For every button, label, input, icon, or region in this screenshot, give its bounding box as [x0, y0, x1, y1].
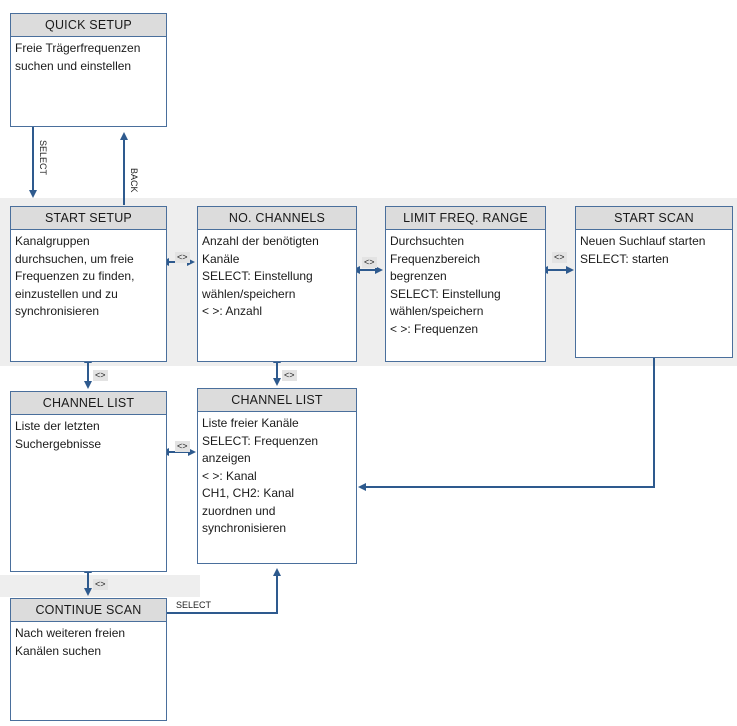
box-body: Neuen Suchlauf starten SELECT: starten [576, 230, 732, 271]
label-back-up: BACK [129, 168, 139, 193]
box-line: Frequenzbereich [390, 251, 481, 266]
box-line: Freie Trägerfrequenzen [15, 41, 141, 55]
nav-tag-start-setup-channel-list: <> [93, 370, 108, 381]
box-line: anzeigen [202, 451, 251, 465]
box-line: SELECT: Frequenzen [202, 433, 319, 448]
nav-tag-start-setup-no-channels: <> [175, 252, 190, 263]
label-select-down: SELECT [38, 140, 48, 176]
nav-tag-channel-list-continue: <> [93, 579, 108, 590]
box-title: CONTINUE SCAN [11, 599, 166, 622]
label-select-right: SELECT [176, 600, 212, 610]
box-line: Frequenzen zu finden, [15, 269, 135, 283]
box-line: Durchsuchten [390, 234, 465, 248]
box-channel-list-left: CHANNEL LIST Liste der letzten Suchergeb… [10, 391, 167, 572]
nav-tag-limit-start-scan: <> [552, 252, 567, 263]
box-line: SELECT: Einstellung [202, 269, 313, 283]
box-line: < >: Kanal [202, 468, 257, 483]
box-line: Kanalgruppen [15, 234, 90, 248]
box-body: Anzahl der benötigten Kanäle SELECT: Ein… [198, 230, 356, 324]
box-continue-scan: CONTINUE SCAN Nach weiteren freien Kanäl… [10, 598, 167, 721]
box-line: Kanäle [202, 251, 240, 266]
arrow-start-scan-to-channel-list [358, 358, 655, 491]
box-limit-freq-range: LIMIT FREQ. RANGE Durchsuchten Frequenzb… [385, 206, 546, 362]
box-line: begrenzen [390, 269, 447, 283]
box-body: Liste freier Kanäle SELECT: Frequenzen a… [198, 412, 356, 541]
box-title: START SETUP [11, 207, 166, 230]
box-line: Neuen Suchlauf starten [580, 234, 706, 248]
box-title: NO. CHANNELS [198, 207, 356, 230]
box-line: zuordnen und [202, 503, 276, 518]
box-line: wählen/speichern [390, 304, 484, 318]
box-line: Liste freier Kanäle [202, 416, 299, 430]
box-line: CH1, CH2: Kanal [202, 486, 295, 500]
box-no-channels: NO. CHANNELS Anzahl der benötigten Kanäl… [197, 206, 357, 362]
box-body: Nach weiteren freien Kanälen suchen [11, 622, 166, 663]
box-line: SELECT: starten [580, 251, 669, 266]
box-line: durchsuchen, um freie [15, 251, 134, 266]
box-line: Liste der letzten [15, 419, 100, 433]
nav-tag-no-channels-limit: <> [362, 257, 377, 268]
box-line: SELECT: Einstellung [390, 286, 501, 301]
nav-tag-channel-list-left-center: <> [175, 441, 190, 452]
box-quick-setup: QUICK SETUP Freie Trägerfrequenzen suche… [10, 13, 167, 127]
box-body: Freie Trägerfrequenzen suchen und einste… [11, 37, 166, 78]
box-title: LIMIT FREQ. RANGE [386, 207, 545, 230]
box-start-scan: START SCAN Neuen Suchlauf starten SELECT… [575, 206, 733, 358]
box-channel-list-center: CHANNEL LIST Liste freier Kanäle SELECT:… [197, 388, 357, 564]
arrow-continue-to-channel-list [167, 568, 281, 614]
box-title: QUICK SETUP [11, 14, 166, 37]
nav-tag-no-channels-channel-list: <> [282, 370, 297, 381]
box-line: suchen und einstellen [15, 58, 132, 73]
box-line: wählen/speichern [202, 286, 296, 301]
box-body: Liste der letzten Suchergebnisse [11, 415, 166, 456]
box-title: START SCAN [576, 207, 732, 230]
box-line: synchronisieren [15, 304, 100, 318]
box-body: Durchsuchten Frequenzbereich begrenzen S… [386, 230, 545, 341]
box-body: Kanalgruppen durchsuchen, um freie Frequ… [11, 230, 166, 324]
box-line: Anzahl der benötigten [202, 234, 319, 248]
box-start-setup: START SETUP Kanalgruppen durchsuchen, um… [10, 206, 167, 362]
box-line: Suchergebnisse [15, 436, 102, 451]
box-line: Nach weiteren freien [15, 626, 126, 640]
box-line: < >: Frequenzen [390, 321, 479, 336]
box-line: synchronisieren [202, 521, 287, 535]
box-title: CHANNEL LIST [11, 392, 166, 415]
box-line: einzustellen und zu [15, 286, 118, 301]
box-line: Kanälen suchen [15, 643, 102, 658]
box-line: < >: Anzahl [202, 304, 263, 318]
box-title: CHANNEL LIST [198, 389, 356, 412]
